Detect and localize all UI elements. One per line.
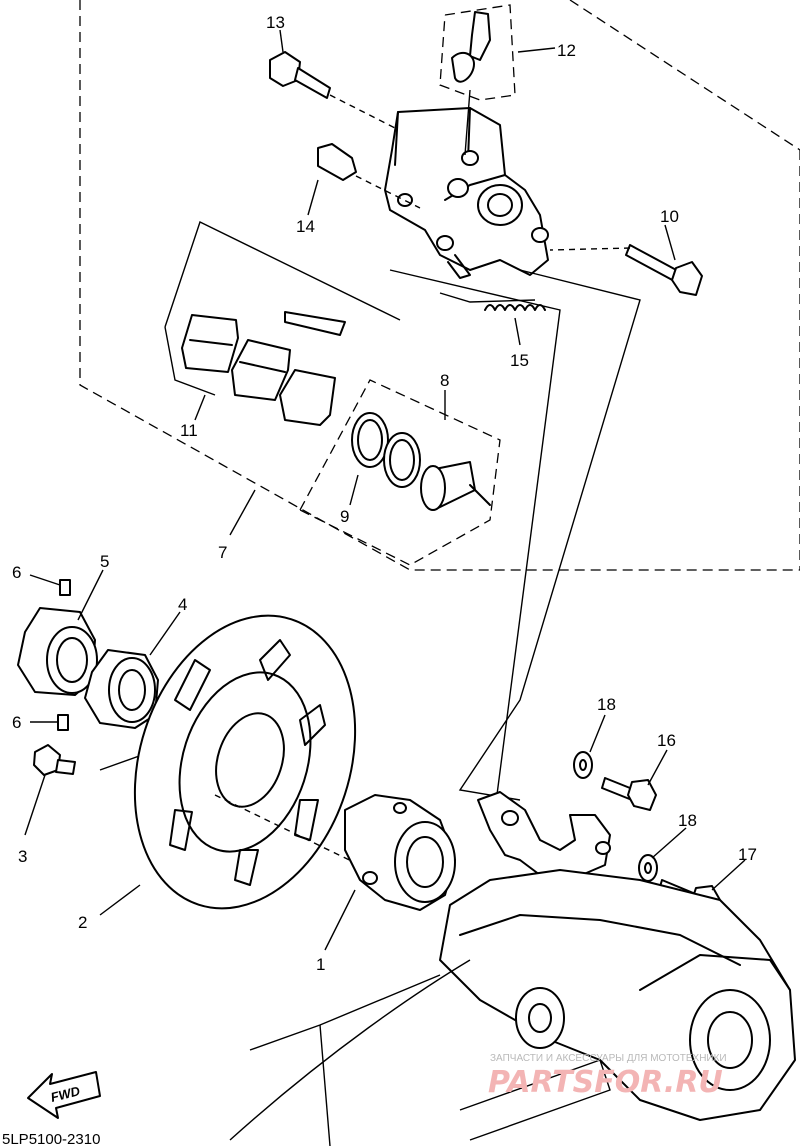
- nut-4: [84, 649, 159, 729]
- callout-labels: 1 2 3 4 5 6 6 7 8 9 10 11 12 13 14 15 16…: [12, 13, 757, 974]
- slide-pin-14: [317, 143, 421, 209]
- bolt-16: [601, 777, 657, 811]
- nut-5: [17, 607, 98, 696]
- watermark-logo: PARTSFOR.RU: [488, 1065, 723, 1100]
- callout-6-bottom: 6: [12, 713, 21, 732]
- diagram-code: 5LP5100-2310: [2, 1131, 100, 1146]
- bolt-10: [549, 244, 703, 296]
- callout-5: 5: [100, 552, 109, 571]
- caliper-bracket: [477, 791, 611, 881]
- set-screw-6-top: [59, 579, 71, 596]
- callout-4: 4: [178, 595, 187, 614]
- washer-18-bottom: [638, 854, 658, 882]
- fwd-label: FWD: [49, 1083, 82, 1105]
- callout-15: 15: [510, 351, 529, 370]
- hub-1: [344, 794, 456, 911]
- callout-11: 11: [180, 421, 198, 440]
- bolt-13: [269, 51, 396, 129]
- callout-13: 13: [266, 13, 285, 32]
- callout-12: 12: [557, 41, 576, 60]
- callout-10: 10: [660, 207, 679, 226]
- set-screw-6-bottom: [57, 714, 69, 731]
- callout-3: 3: [18, 847, 27, 866]
- piston-8: [351, 412, 491, 511]
- watermark: ЗАПЧАСТИ И АКСЕССУАРЫ ДЛЯ МОТОТЕХНИКИ PA…: [488, 1053, 727, 1100]
- swingarm: [229, 869, 796, 1146]
- callout-7: 7: [218, 543, 227, 562]
- washer-18-top: [573, 751, 593, 779]
- bleed-screw-12: [439, 4, 516, 156]
- bolt-3: [33, 744, 76, 776]
- callout-16: 16: [657, 731, 676, 750]
- caliper-body: [384, 107, 549, 279]
- callout-2: 2: [78, 913, 87, 932]
- fwd-arrow: FWD: [27, 1071, 101, 1119]
- callout-6-top: 6: [12, 563, 21, 582]
- brake-pads-11: [164, 221, 401, 426]
- callout-14: 14: [296, 217, 315, 236]
- callout-1: 1: [316, 955, 325, 974]
- callout-8: 8: [440, 371, 449, 390]
- caliper-assembly-boundary: [79, 0, 800, 571]
- callout-18-bottom: 18: [678, 811, 697, 830]
- callout-9: 9: [340, 507, 349, 526]
- callout-18-top: 18: [597, 695, 616, 714]
- callout-17: 17: [738, 845, 757, 864]
- callout-leaders: [24, 29, 746, 951]
- brake-disc-2: [133, 614, 371, 910]
- spring-15: [439, 292, 546, 311]
- watermark-tagline: ЗАПЧАСТИ И АКСЕССУАРЫ ДЛЯ МОТОТЕХНИКИ: [490, 1053, 727, 1064]
